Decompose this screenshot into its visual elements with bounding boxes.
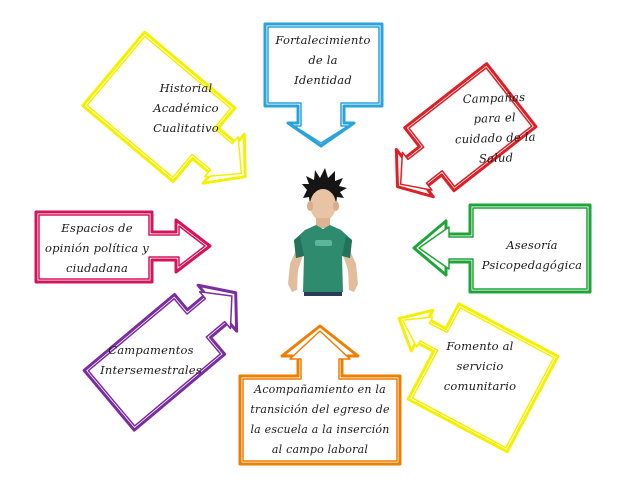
callout-servicio bbox=[397, 302, 560, 454]
shirt-emblem bbox=[315, 240, 332, 246]
label-opinion: Espacios de opinión política y ciudadana bbox=[44, 221, 150, 275]
label-servicio: Fomento al servicio comunitario bbox=[443, 339, 517, 393]
label-asesoria: Asesoría Psicopedagógica bbox=[481, 238, 583, 272]
label-salud: Campañas para el cuidado de la Salud bbox=[454, 89, 536, 166]
callout-identidad bbox=[263, 22, 384, 148]
callout-laboral bbox=[238, 324, 402, 466]
right-arm bbox=[342, 248, 358, 292]
callout-historial bbox=[81, 30, 247, 185]
callout-opinion bbox=[34, 210, 212, 284]
label-identidad: Fortalecimiento de la Identidad bbox=[275, 33, 371, 87]
pants bbox=[304, 292, 342, 296]
student-figure bbox=[288, 168, 358, 296]
callout-salud bbox=[394, 62, 538, 199]
left-arm bbox=[288, 248, 304, 292]
shirt bbox=[294, 225, 352, 292]
label-laboral: Acompañamiento en la transición del egre… bbox=[250, 383, 390, 456]
face bbox=[310, 189, 336, 221]
label-campamentos: Campamentos Intersemestrales bbox=[100, 343, 202, 377]
callout-asesoria bbox=[412, 203, 592, 294]
callout-campamentos bbox=[82, 283, 239, 432]
label-historial: Historial Académico Cualitativo bbox=[153, 81, 219, 135]
